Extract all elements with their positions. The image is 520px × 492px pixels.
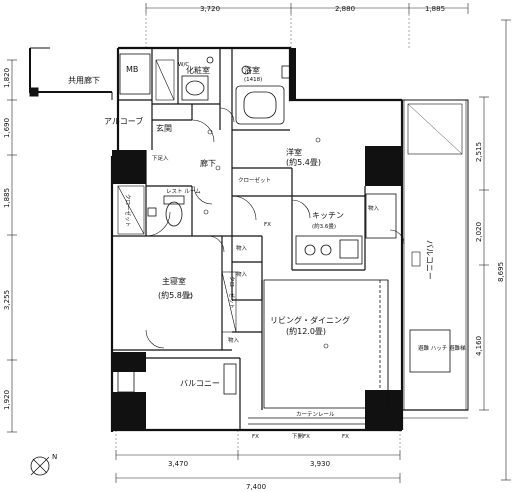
dimension-lines	[7, 3, 511, 483]
dim-bottom-total: 7,400	[246, 483, 266, 491]
label-western-size: (約5.4畳)	[286, 157, 321, 167]
label-fx-3: FX	[342, 434, 349, 440]
dim-left-3: 1,885	[3, 188, 11, 208]
kitchen-counter	[295, 193, 397, 265]
label-entrance: 玄関	[156, 123, 172, 133]
dim-bottom-1: 3,470	[168, 460, 188, 468]
label-hallway: 廊下	[200, 158, 216, 168]
label-balcony-east: バルコニー	[425, 240, 434, 280]
label-living-size: (約12.0畳)	[286, 326, 326, 336]
mb-box	[119, 53, 151, 95]
label-closet-v: クローゼット	[228, 276, 236, 309]
washbasin	[181, 56, 214, 101]
bathtub	[235, 65, 291, 125]
label-storage-1: 物入	[236, 244, 248, 252]
wc-cabinet	[155, 59, 175, 101]
label-master-size: (約5.8畳)	[158, 290, 193, 300]
dim-top-3: 1,885	[425, 5, 445, 13]
closet-master	[117, 185, 237, 333]
label-restroom: レスト ルーム	[166, 188, 201, 195]
door-swings	[145, 107, 405, 349]
compass-icon	[30, 456, 50, 476]
structural-columns	[112, 48, 402, 430]
label-shoebox: 下足入	[152, 155, 169, 162]
label-fx-door: 下開FX	[292, 433, 310, 440]
compass-label: N	[52, 453, 57, 461]
toilet	[147, 195, 185, 227]
dim-right-3: 4,160	[475, 336, 483, 356]
dim-right-2: 2,020	[475, 222, 483, 242]
label-master: 主寝室	[162, 276, 186, 286]
dim-left-1: 1,820	[3, 68, 11, 88]
label-curtain-rail: カーテンレール	[296, 411, 335, 418]
dim-right-4: 8,695	[497, 262, 505, 282]
label-alcove: アルコーブ	[104, 116, 143, 126]
label-bath-size: (1418)	[244, 77, 262, 83]
living-inner-frame	[248, 279, 389, 425]
label-wic: W/C	[178, 62, 189, 68]
dim-right-1: 2,515	[475, 142, 483, 162]
label-kitchen-size: (約3.6畳)	[312, 222, 336, 230]
label-mb: MB	[126, 65, 138, 74]
outer-walls	[110, 46, 404, 432]
label-western: 洋室	[286, 147, 302, 157]
dim-top-1: 3,720	[200, 5, 220, 13]
common-corridor	[29, 47, 113, 100]
dim-left-5: 1,920	[3, 390, 11, 410]
label-hatch: 避難 ハッチ 避難梯	[418, 344, 466, 352]
label-fx-2: FX	[264, 222, 271, 228]
dim-left-2: 1,690	[3, 118, 11, 138]
label-closet: クローゼット	[238, 176, 271, 184]
interior-walls	[112, 48, 366, 430]
dim-bottom-2: 3,930	[310, 460, 330, 468]
label-kitchen: キッチン	[312, 211, 344, 220]
east-balcony	[400, 99, 469, 419]
label-fx-1: FX	[252, 434, 259, 440]
dim-top-2: 2,880	[335, 5, 355, 13]
dim-left-4: 3,255	[3, 290, 11, 310]
label-bath: 浴室	[244, 65, 260, 75]
label-storage-3: 物入	[228, 336, 240, 344]
corridor-label: 共用廊下	[68, 75, 100, 85]
label-storage-2: 物入	[236, 270, 248, 278]
label-storage-4: 物入	[368, 204, 380, 212]
label-living: リビング・ダイニング	[270, 315, 350, 325]
label-balcony-south: バルコニー	[180, 379, 220, 388]
label-washroom: 化粧室	[186, 65, 210, 75]
label-closet-v2: クローゼット	[124, 194, 132, 227]
